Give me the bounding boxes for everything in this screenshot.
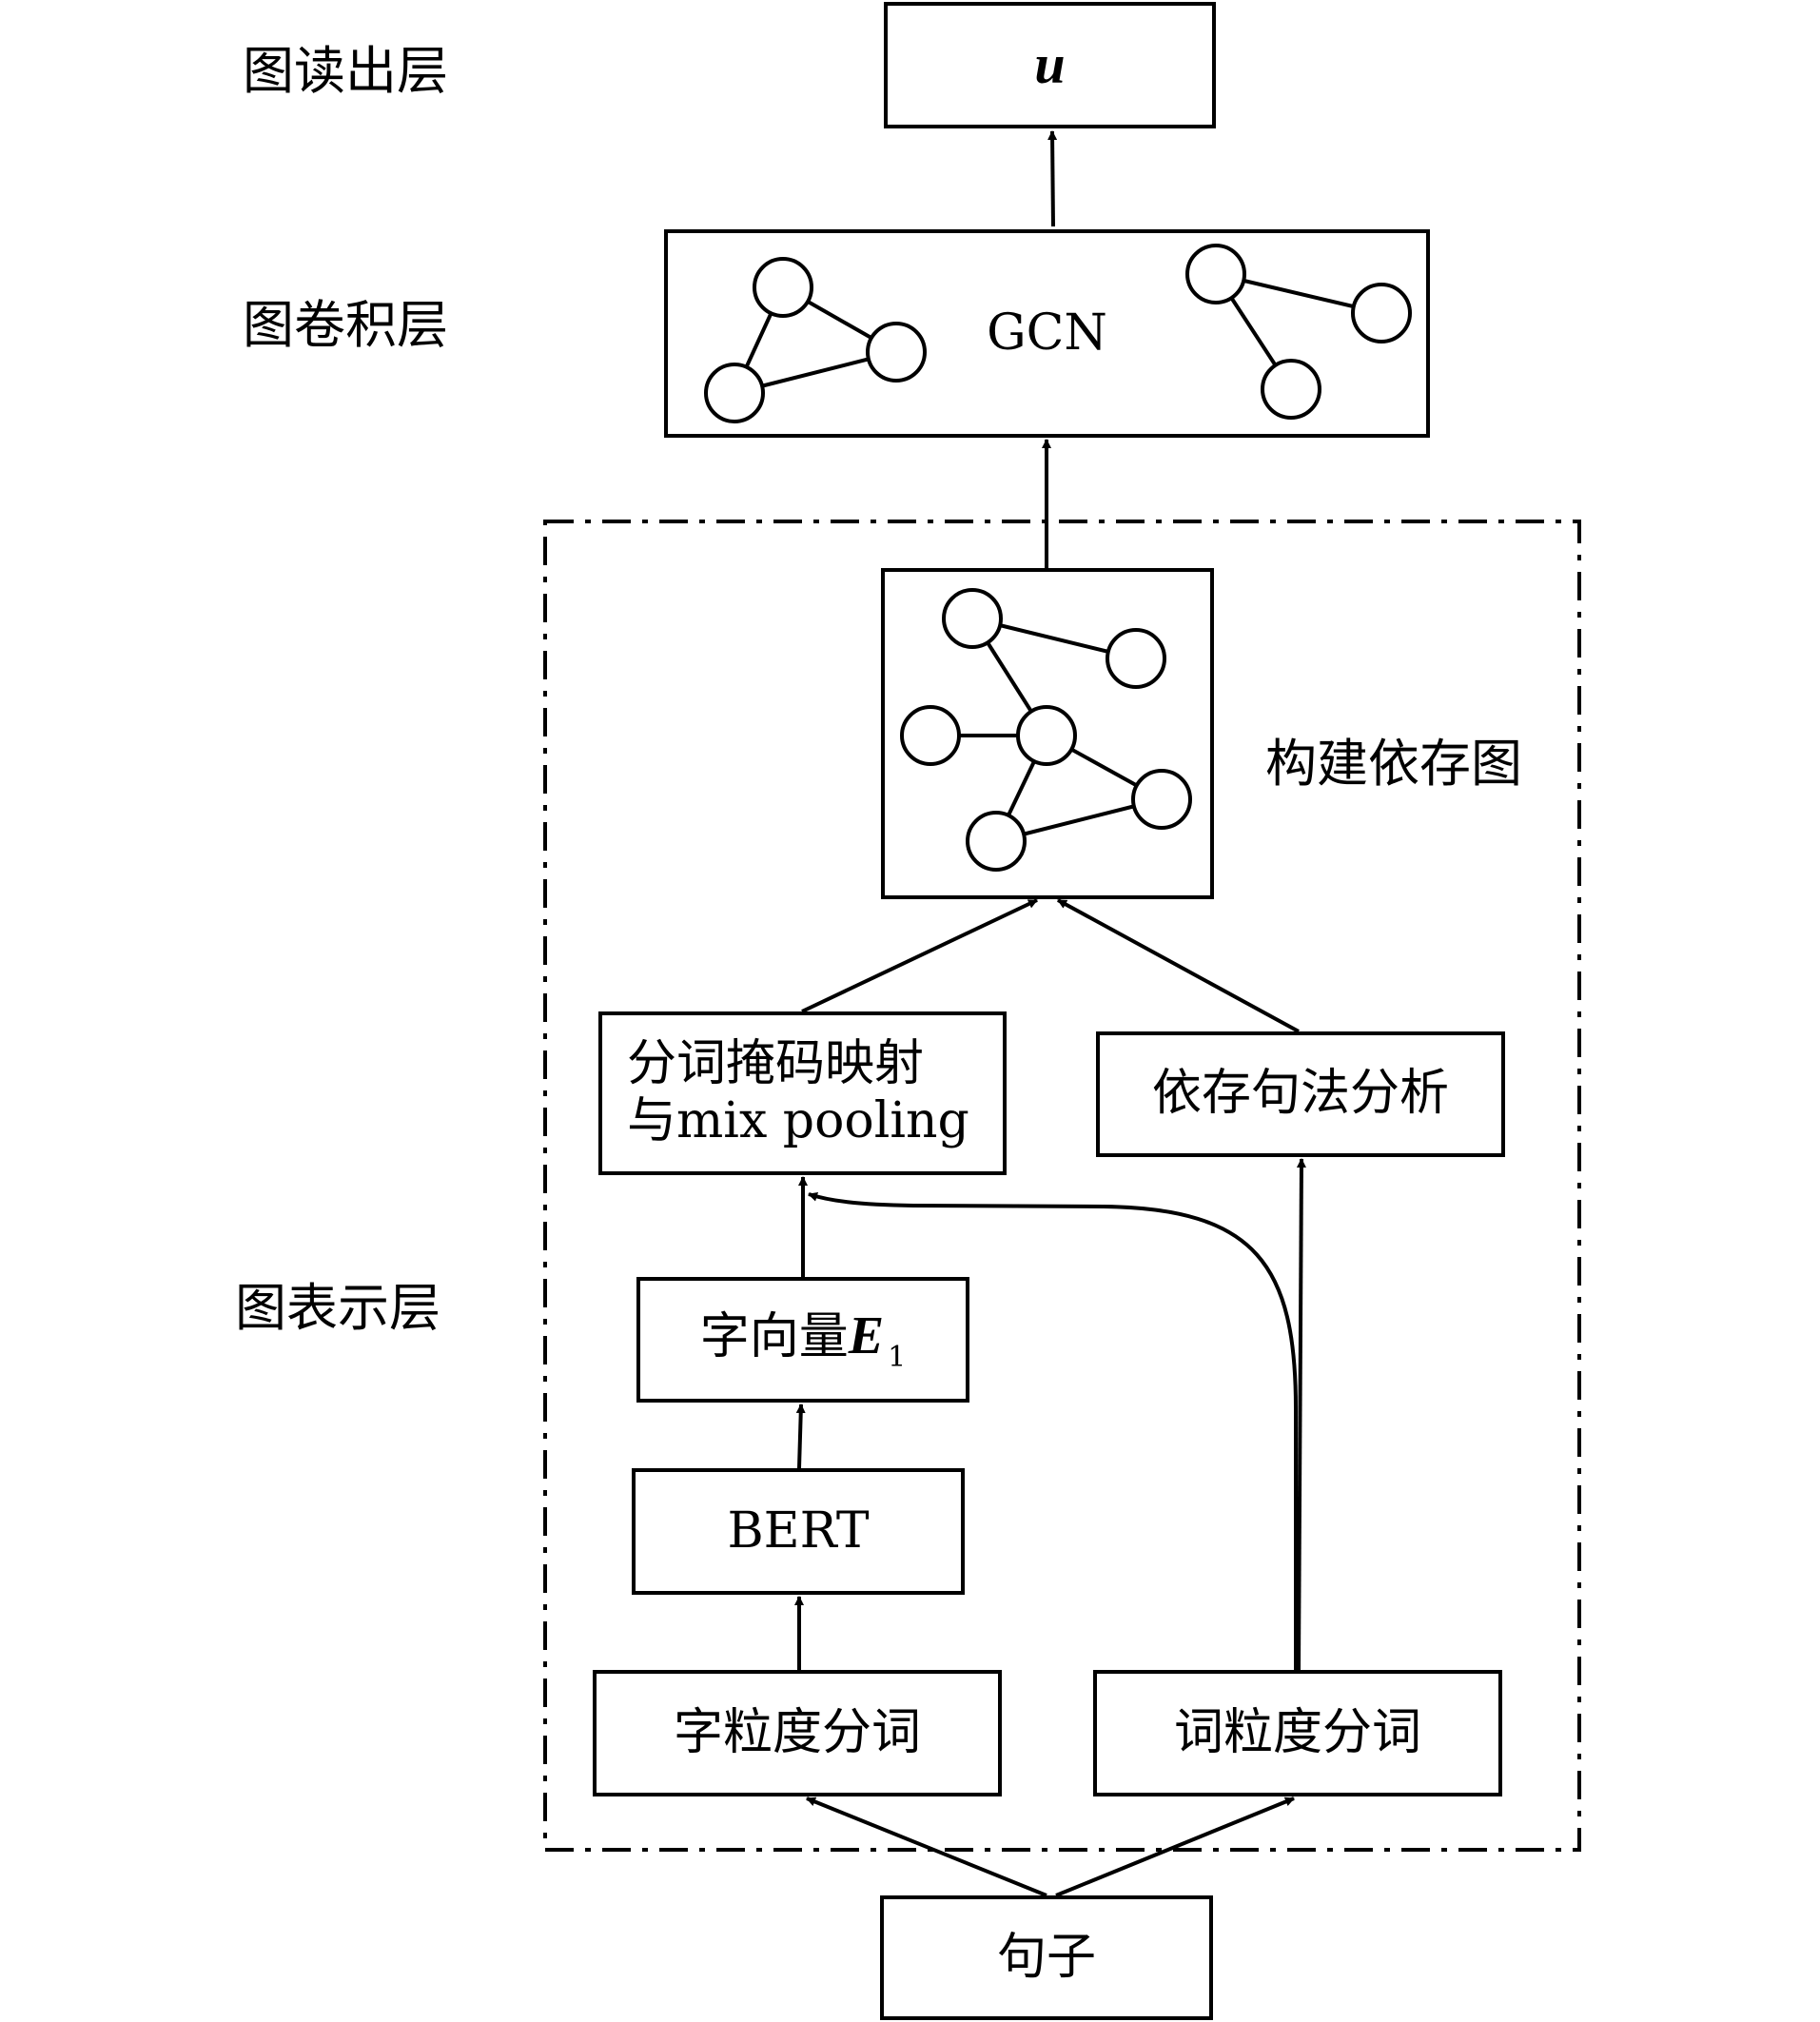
word-seg-label: 词粒度分词 — [1173, 1703, 1421, 1761]
arrow-mask-to-graph — [801, 898, 1038, 1013]
arrow-sentence-to-wordseg — [1055, 1796, 1295, 1897]
dependency-parse-label: 依存句法分析 — [1151, 1065, 1449, 1123]
gcn-graph-icon-right — [1185, 244, 1412, 420]
sentence-box: 句子 — [880, 1895, 1213, 2020]
gcn-box: GCN — [664, 229, 1430, 438]
char-seg-label: 字粒度分词 — [673, 1703, 921, 1761]
bert-box: BERT — [632, 1468, 965, 1595]
build-graph-label: 构建依存图 — [1265, 734, 1522, 794]
arrow-dep-to-graph — [1057, 898, 1300, 1033]
mask-pooling-line2: 与mix pooling — [627, 1092, 969, 1149]
char-vector-var: E — [848, 1305, 885, 1365]
bert-label: BERT — [727, 1502, 870, 1560]
gcn-label: GCN — [987, 304, 1107, 362]
mask-pooling-box: 分词掩码映射 与mix pooling — [598, 1011, 1007, 1175]
arrow-sentence-to-charseg — [806, 1796, 1047, 1897]
layer-label-conv: 图卷积层 — [243, 295, 448, 355]
dependency-graph-box — [881, 568, 1214, 899]
char-vector-text: 字向量 — [699, 1307, 849, 1365]
word-seg-box: 词粒度分词 — [1093, 1670, 1502, 1796]
arrow-bert-to-charvec — [795, 1404, 806, 1469]
arrow-wordseg-to-dep — [1296, 1158, 1306, 1671]
mask-pooling-line1: 分词掩码映射 — [627, 1035, 925, 1093]
gcn-graph-icon-left — [704, 257, 927, 423]
layer-label-readout: 图读出层 — [243, 41, 448, 101]
readout-u-symbol: u — [1034, 33, 1066, 96]
char-seg-box: 字粒度分词 — [593, 1670, 1002, 1796]
representation-frame — [543, 520, 1581, 1852]
dependency-parse-box: 依存句法分析 — [1096, 1031, 1505, 1157]
arrow-wordseg-to-mask — [808, 1191, 1298, 1670]
char-vector-sub: 1 — [888, 1340, 907, 1374]
arrow-gcn-to-u — [1047, 130, 1058, 227]
layer-label-repr: 图表示层 — [235, 1278, 440, 1338]
readout-u-box: u — [884, 2, 1216, 128]
sentence-label: 句子 — [996, 1928, 1096, 1986]
